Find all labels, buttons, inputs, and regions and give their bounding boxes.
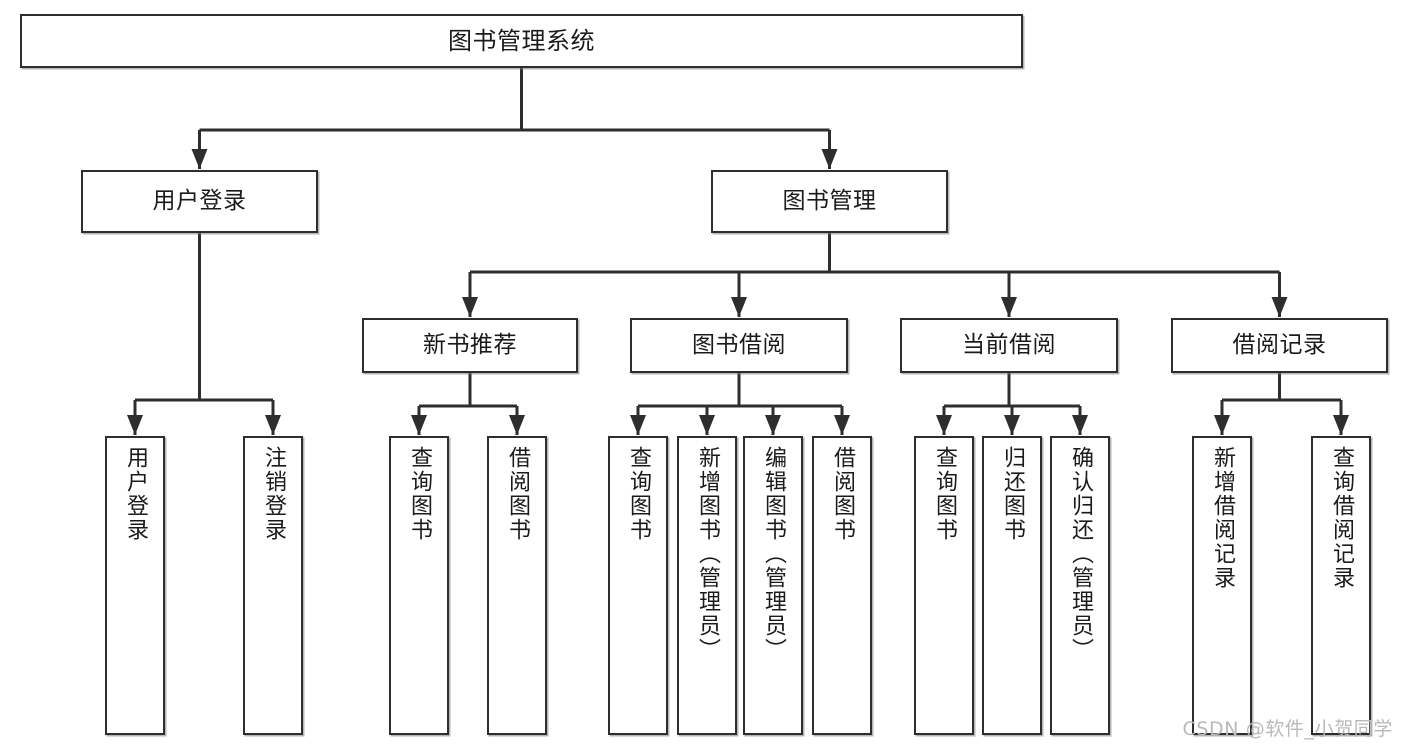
node-root[interactable]: 图书管理系统 xyxy=(20,14,1023,68)
node-label: 用户登录 xyxy=(152,187,247,214)
node-label: 用户登录 xyxy=(123,446,148,542)
node-leaf-new-1[interactable]: 查询图书 xyxy=(389,436,449,735)
edge-arrowhead xyxy=(731,297,747,317)
node-label: 确认归还（管理员） xyxy=(1068,446,1093,662)
node-label: 图书管理系统 xyxy=(448,26,595,55)
edge-arrowhead xyxy=(411,415,427,435)
edge-arrowhead xyxy=(1072,415,1088,435)
node-label: 查询图书 xyxy=(407,446,432,542)
node-label: 查询借阅记录 xyxy=(1329,446,1354,590)
node-label: 归还图书 xyxy=(1000,446,1025,542)
node-label: 查询图书 xyxy=(626,446,651,542)
node-label: 新书推荐 xyxy=(423,331,517,358)
node-label: 新增图书（管理员） xyxy=(695,446,720,662)
node-bookmgmt[interactable]: 图书管理 xyxy=(711,170,948,233)
node-leaf-rec-2[interactable]: 查询借阅记录 xyxy=(1311,436,1371,735)
edge-arrowhead xyxy=(509,415,525,435)
edge-arrowhead xyxy=(1333,415,1349,435)
node-leaf-login-1[interactable]: 用户登录 xyxy=(105,436,165,735)
edge-arrowhead xyxy=(265,415,281,435)
node-leaf-new-2[interactable]: 借阅图书 xyxy=(487,436,547,735)
node-label: 编辑图书（管理员） xyxy=(761,446,786,662)
edge-arrowhead xyxy=(765,415,781,435)
node-label: 图书管理 xyxy=(782,187,877,214)
edge-arrowhead xyxy=(630,415,646,435)
node-leaf-bor-4[interactable]: 借阅图书 xyxy=(812,436,872,735)
node-leaf-bor-3[interactable]: 编辑图书（管理员） xyxy=(743,436,803,735)
node-label: 当前借阅 xyxy=(962,331,1056,358)
node-label: 借阅图书 xyxy=(505,446,530,542)
edge-arrowhead xyxy=(462,297,478,317)
edge-arrowhead xyxy=(936,415,952,435)
edge-arrowhead xyxy=(1004,415,1020,435)
node-leaf-cur-2[interactable]: 归还图书 xyxy=(982,436,1042,735)
node-records[interactable]: 借阅记录 xyxy=(1171,318,1388,373)
watermark: CSDN @软件_小贺同学 xyxy=(1182,718,1393,740)
edge-arrowhead xyxy=(1001,297,1017,317)
node-newbooks[interactable]: 新书推荐 xyxy=(362,318,578,373)
edge-arrowhead xyxy=(1271,297,1288,317)
node-label: 新增借阅记录 xyxy=(1210,446,1235,590)
edge-arrowhead xyxy=(699,415,715,435)
edge-arrowhead xyxy=(1214,415,1230,435)
node-leaf-login-2[interactable]: 注销登录 xyxy=(243,436,303,735)
node-leaf-bor-2[interactable]: 新增图书（管理员） xyxy=(677,436,737,735)
edge-arrowhead xyxy=(127,415,143,435)
node-label: 查询图书 xyxy=(932,446,957,542)
node-borrow[interactable]: 图书借阅 xyxy=(630,318,848,373)
node-label: 借阅图书 xyxy=(830,446,855,542)
node-leaf-rec-1[interactable]: 新增借阅记录 xyxy=(1192,436,1252,735)
node-login[interactable]: 用户登录 xyxy=(81,170,318,233)
node-leaf-cur-3[interactable]: 确认归还（管理员） xyxy=(1050,436,1110,735)
node-leaf-cur-1[interactable]: 查询图书 xyxy=(914,436,974,735)
node-label: 借阅记录 xyxy=(1232,331,1327,358)
node-label: 注销登录 xyxy=(261,446,286,542)
edge-arrowhead xyxy=(834,415,850,435)
node-leaf-bor-1[interactable]: 查询图书 xyxy=(608,436,668,735)
edge-arrowhead xyxy=(821,149,838,169)
node-label: 图书借阅 xyxy=(692,331,786,358)
edge-arrowhead xyxy=(191,149,208,169)
node-current[interactable]: 当前借阅 xyxy=(900,318,1118,373)
